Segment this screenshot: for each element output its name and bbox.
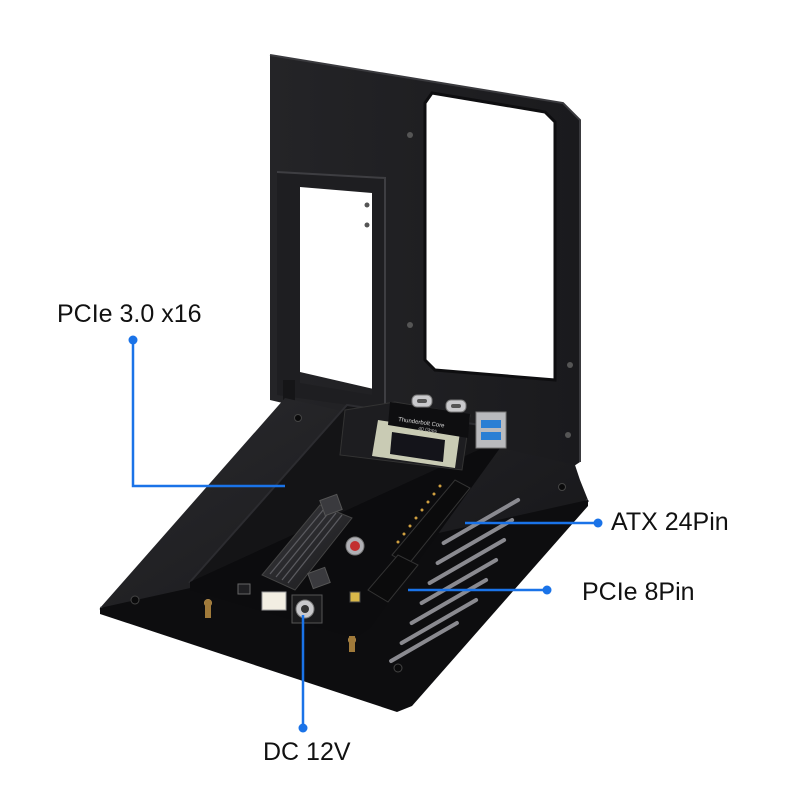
callout-line-pcie — [131, 340, 285, 488]
callout-lines — [131, 340, 598, 728]
callout-dot-dc — [298, 723, 308, 733]
usb-a-port — [475, 411, 507, 449]
rear-bracket-panel — [269, 54, 581, 470]
thunderbolt-module: Thunderbolt Core 40 Gbps — [339, 401, 471, 471]
callout-dot-pcie — [128, 335, 138, 345]
pcie-8pin-connector — [367, 554, 419, 603]
dc-barrel-jack — [261, 591, 323, 624]
dc-power-label: DC 12V — [263, 738, 351, 766]
vent-slots — [389, 498, 521, 663]
heatsink — [261, 504, 353, 591]
callout-dots — [128, 335, 603, 733]
inner-bracket — [276, 171, 386, 410]
pcie-slot-label: PCIe 3.0 x16 — [57, 300, 202, 328]
atx-power-label: ATX 24Pin — [611, 508, 729, 536]
callout-dot-atx — [593, 518, 603, 528]
chip-sublabel: 40 Gbps — [418, 426, 438, 435]
components — [237, 493, 365, 603]
pcie-power-label: PCIe 8Pin — [582, 578, 695, 606]
callout-dot-8pin — [542, 585, 552, 595]
usb-c-ports — [411, 394, 467, 413]
